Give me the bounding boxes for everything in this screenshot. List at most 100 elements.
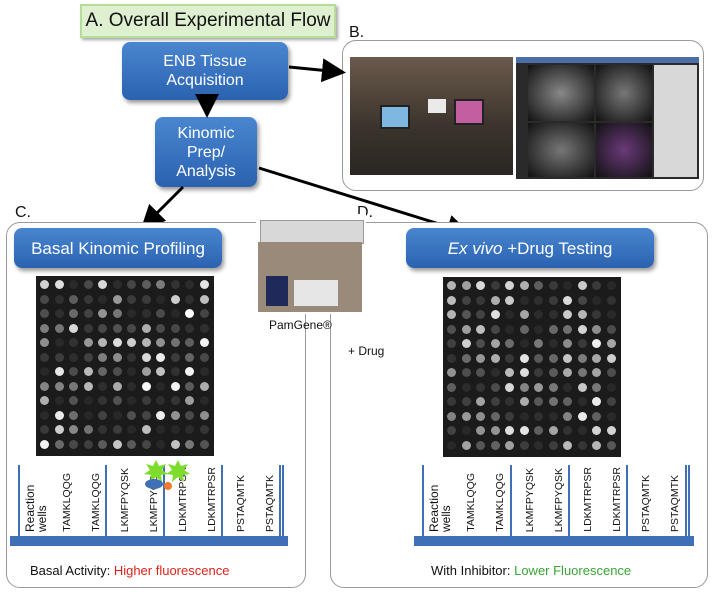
array-spot [141, 425, 151, 434]
array-spot [156, 294, 165, 304]
array-spot [54, 396, 64, 405]
higher-fluorescence-text: Higher fluorescence [113, 563, 230, 578]
arrow-to-panel-d [258, 166, 471, 239]
array-spot [83, 367, 93, 376]
kinomic-prep-label: Kinomic Prep/ Analysis [176, 124, 236, 180]
peptide-label: LKMFPYQSK [552, 467, 565, 532]
array-spot [69, 338, 78, 347]
array-spot [127, 294, 136, 304]
array-spot [141, 338, 151, 347]
array-spot [54, 280, 64, 289]
array-spot [519, 440, 529, 450]
array-spot [563, 382, 572, 392]
array-spot [54, 439, 64, 449]
well-divider [104, 465, 107, 536]
exvivo-italic-text: Ex vivo [447, 238, 503, 258]
array-spot [505, 339, 514, 348]
reaction-wells-label: Reaction wells [23, 484, 49, 532]
array-spot [461, 382, 471, 392]
array-spot [476, 295, 485, 305]
array-spot [519, 368, 529, 377]
peptide-label: TAMKLQQG [465, 473, 478, 532]
array-spot [98, 381, 107, 391]
array-spot [185, 425, 194, 434]
array-spot [592, 411, 601, 421]
array-spot [156, 425, 165, 434]
well-divider [688, 465, 690, 536]
array-spot [563, 411, 572, 421]
array-spot [156, 338, 165, 347]
array-spot [548, 382, 558, 392]
array-spot [40, 280, 49, 289]
array-spot [534, 397, 543, 406]
array-spot [548, 295, 558, 305]
array-spot [563, 281, 572, 290]
array-spot [170, 396, 180, 405]
array-spot [40, 294, 49, 304]
array-spot [127, 410, 136, 420]
array-spot [112, 352, 122, 362]
array-spot [548, 324, 558, 334]
array-spot [519, 353, 529, 363]
peptide-label: LDKMTRPSR [205, 467, 218, 532]
array-spot [577, 382, 587, 392]
array-spot [519, 324, 529, 334]
array-spot [156, 367, 165, 376]
phosphate-icon [164, 482, 172, 490]
basal-activity-caption: Basal Activity: Higher fluorescence [30, 563, 229, 578]
array-spot [461, 353, 471, 363]
navigation-software-screenshot [516, 57, 699, 179]
array-spot [69, 367, 78, 376]
peptide-label: PSTAQMTK [234, 475, 247, 532]
array-spot [141, 280, 151, 289]
array-spot [548, 411, 558, 421]
array-spot [476, 368, 485, 377]
array-spot [98, 294, 107, 304]
peptide-label: LKMFPYQSK [118, 467, 131, 532]
array-spot [461, 295, 471, 305]
array-spot [40, 352, 49, 362]
array-spot [505, 382, 514, 392]
array-spot [54, 352, 64, 362]
array-spot [505, 426, 514, 435]
array-spot [170, 338, 180, 347]
array-spot [447, 440, 456, 450]
array-spot [592, 397, 601, 406]
array-spot [592, 310, 601, 319]
basal-profiling-label: Basal Kinomic Profiling [31, 238, 205, 258]
array-spot [170, 294, 180, 304]
array-spot [548, 440, 558, 450]
array-spot [606, 382, 616, 392]
3d-airway-view [596, 123, 652, 177]
array-spot [505, 281, 514, 290]
array-spot [606, 310, 616, 319]
array-spot [54, 338, 64, 347]
array-spot [592, 426, 601, 435]
array-spot [447, 382, 456, 392]
array-spot [170, 410, 180, 420]
array-spot [447, 295, 456, 305]
array-spot [127, 338, 136, 347]
peptide-label: PSTAQMTK [640, 475, 653, 532]
array-spot [490, 440, 500, 450]
array-spot [199, 323, 209, 333]
array-spot [592, 440, 601, 450]
array-spot [534, 353, 543, 363]
array-spot [461, 281, 471, 290]
kinase-phosphorylation-icon [144, 460, 190, 490]
array-spot [606, 353, 616, 363]
array-spot [461, 368, 471, 377]
array-spot [461, 411, 471, 421]
well-divider [162, 465, 165, 536]
array-spot [447, 310, 456, 319]
array-spot [54, 323, 64, 333]
array-spot [112, 425, 122, 434]
array-spot [199, 367, 209, 376]
array-spot [170, 309, 180, 318]
array-spot [127, 280, 136, 289]
peptide-label: TAMKLQQG [89, 473, 102, 532]
array-spot [170, 367, 180, 376]
instrument-panel [266, 276, 288, 306]
array-spot [98, 439, 107, 449]
array-spot [476, 382, 485, 392]
